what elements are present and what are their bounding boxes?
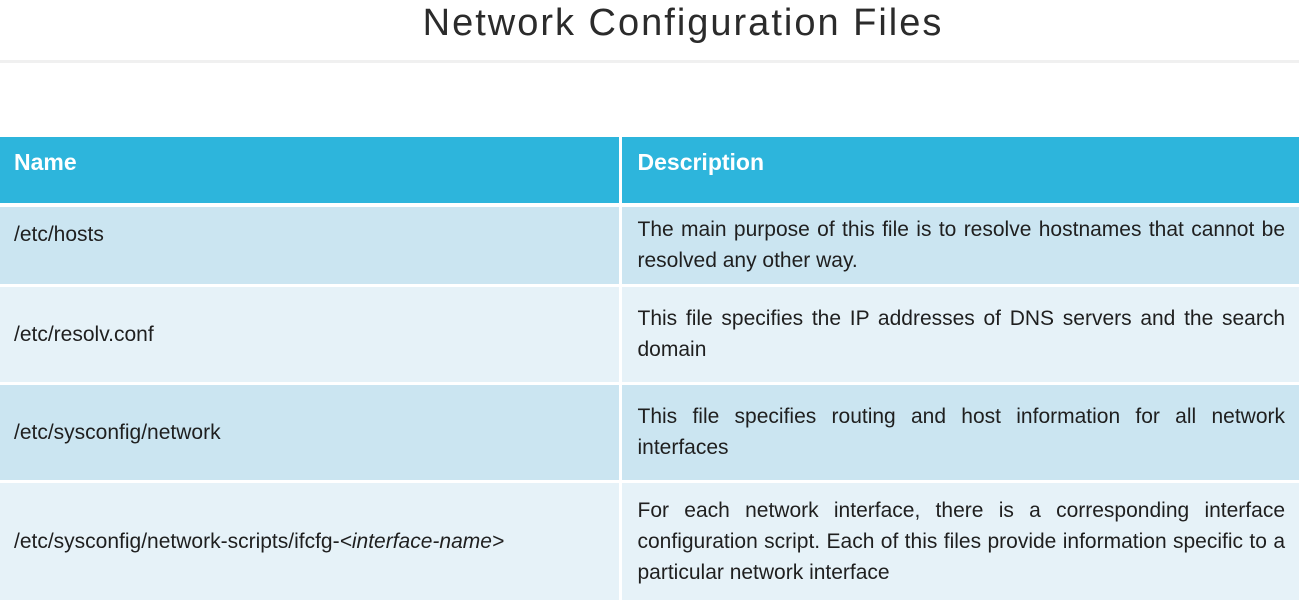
file-name-cell: /etc/sysconfig/network-scripts/ifcfg-<in… <box>0 481 622 603</box>
table-row: /etc/sysconfig/network-scripts/ifcfg-<in… <box>0 481 1299 603</box>
file-name-cell: /etc/resolv.conf <box>0 285 622 385</box>
config-files-table: Name Description /etc/hosts The main pur… <box>0 137 1299 603</box>
header-description: Description <box>620 137 1299 207</box>
title-divider <box>0 60 1299 63</box>
file-name-cell: /etc/sysconfig/network <box>0 383 622 483</box>
file-name-prefix: /etc/sysconfig/network-scripts/ifcfg- <box>14 529 340 553</box>
file-name-cell: /etc/hosts <box>0 205 622 287</box>
slide-title: Network Configuration Files <box>422 2 944 44</box>
table-row: /etc/hosts The main purpose of this file… <box>0 205 1299 287</box>
file-description-cell: This file specifies the IP addresses of … <box>620 285 1299 385</box>
header-name: Name <box>0 137 622 207</box>
file-description-cell: The main purpose of this file is to reso… <box>620 205 1299 287</box>
file-description-cell: For each network interface, there is a c… <box>620 481 1299 603</box>
table-row: /etc/resolv.conf This file specifies the… <box>0 285 1299 385</box>
file-name-placeholder: <interface-name> <box>339 529 505 553</box>
file-description-cell: This file specifies routing and host inf… <box>620 383 1299 483</box>
table-header-row: Name Description <box>0 137 1299 207</box>
table-row: /etc/sysconfig/network This file specifi… <box>0 383 1299 483</box>
